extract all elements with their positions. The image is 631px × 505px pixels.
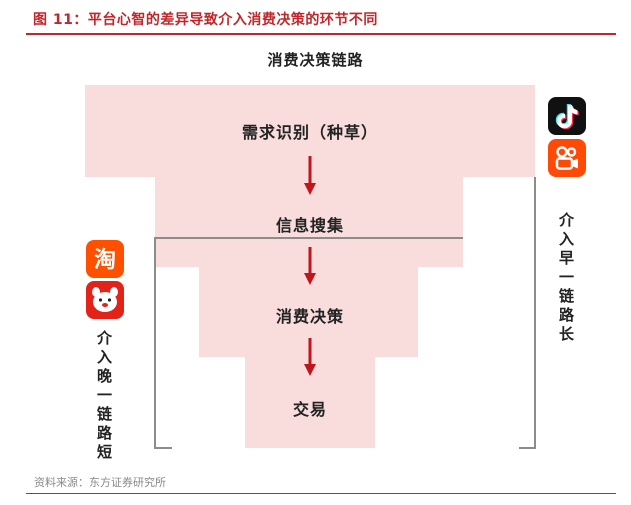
jd-icon bbox=[86, 281, 124, 319]
chain-label: 消费决策链路 bbox=[267, 51, 364, 69]
bottom-rule bbox=[26, 493, 616, 494]
stage-label-search: 信息搜集 bbox=[275, 216, 344, 235]
figure-title: 图 11：平台心智的差异导致介入消费决策的环节不同 bbox=[33, 12, 378, 28]
stage-label-decision: 消费决策 bbox=[275, 307, 344, 326]
right-bracket bbox=[519, 177, 536, 449]
arrow-3 bbox=[304, 338, 316, 376]
taobao-icon: 淘 bbox=[86, 240, 124, 278]
stage-label-demand: 需求识别（种草） bbox=[241, 123, 378, 142]
svg-text:淘: 淘 bbox=[94, 247, 116, 273]
early-chain-label: 介入早一链路长 bbox=[557, 212, 575, 345]
stage-label-transaction: 交易 bbox=[292, 400, 327, 419]
kuaishou-icon bbox=[548, 139, 586, 177]
title-rule bbox=[26, 33, 616, 35]
late-bracket bbox=[154, 237, 463, 449]
tiktok-icon bbox=[548, 97, 586, 135]
late-chain-label: 介入晚一链路短 bbox=[95, 330, 113, 463]
arrow-2 bbox=[304, 247, 316, 285]
arrow-1 bbox=[304, 156, 316, 195]
source-note: 资料来源：东方证券研究所 bbox=[34, 476, 166, 489]
